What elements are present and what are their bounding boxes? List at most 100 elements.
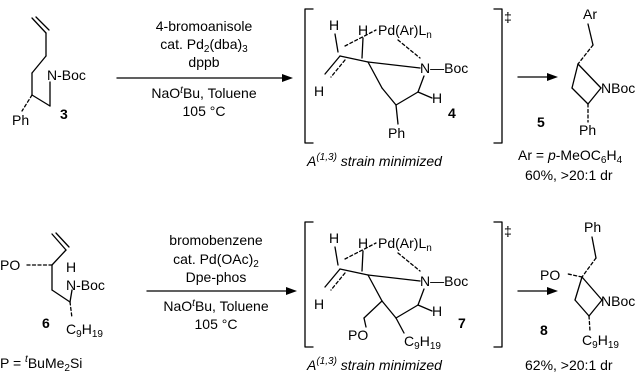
reaction-conditions-2: bromobenzene cat. Pd(OAc)2 Dpe-phos NaOt… [146,232,297,332]
strain-caption: A(1,3) strain minimized [306,356,443,373]
product-5: Ar NBoc Ph 5 Ar = p-MeOC6H4 60%, >20:1 d… [518,6,635,183]
dagger: ‡ [504,9,512,25]
h-label: H [314,83,324,99]
bond [581,276,603,301]
bond [574,299,590,317]
bond [339,268,369,276]
compound-number: 3 [60,106,68,122]
dashed-bond [397,252,421,272]
h-label: H [329,230,339,246]
bond [417,288,425,306]
bond [574,276,583,301]
bond [571,87,589,105]
pd-label: Pd(Ar)Ln [378,22,432,41]
h-label: H [358,22,368,38]
base-solvent-line: NaOtBu, Toluene [151,85,256,101]
nboc-label: N-Boc [66,277,105,293]
pd-label: Pd(Ar)Ln [378,235,432,254]
dashed-bond [344,29,377,47]
ph-label: Ph [579,122,596,138]
ligand-line: Dpe-phos [186,269,247,285]
temperature-line: 105 °C [183,103,226,119]
bond [31,55,47,74]
dashed-bond [397,39,421,59]
bond [51,233,67,251]
yield-selectivity: 62%, >20:1 dr [525,357,613,373]
bond [395,317,405,334]
starting-material-3: N-Boc Ph 3 [12,16,86,128]
bond [339,55,369,63]
ph-label: Ph [388,125,405,141]
bond [395,304,419,319]
bond [35,16,50,31]
bond [587,87,602,105]
bond [577,63,602,89]
compound-number: 4 [448,105,456,121]
bond [31,17,47,34]
scheme-1: N-Boc Ph 3 4-bromoanisole cat. Pd2(dba)3… [12,6,635,183]
base-solvent-line: NaOtBu, Toluene [163,298,268,314]
po-label: PO [540,267,560,283]
transition-state-4: ‡ H H Pd(Ar)Ln H N—Boc H Ph 4 [304,8,512,144]
nboc-label: N-Boc [47,67,86,83]
bond [587,23,594,46]
protecting-group-definition: P = tBuMe2Si [0,354,82,374]
bond [69,289,73,303]
alkene-bond [324,268,341,288]
bond [334,246,339,266]
compound-number: 8 [540,322,548,338]
po-label: PO [348,327,368,343]
bond [591,236,597,259]
product-arrow-head [547,287,558,295]
bond [367,274,383,302]
bond [395,91,419,106]
transition-state-7: ‡ H H Pd(Ar)Ln H N—Boc H PO [304,221,512,352]
compound-number: 5 [537,114,545,130]
alkene-bond [324,55,341,75]
nboc-label: NBoc [601,80,635,96]
nboc-label: NBoc [601,293,635,309]
catalyst-line: cat. Pd2(dba)3 [160,36,248,55]
bond [588,299,603,317]
bond [51,249,67,266]
left-bracket [304,221,314,348]
c9h19-label: C9H19 [66,321,103,340]
catalyst-line: cat. Pd(OAc)2 [173,251,259,270]
ph-label: Ph [584,219,601,235]
po-label: PO [0,257,20,273]
hashed-bond [577,44,594,65]
bond [571,63,579,89]
bond [363,317,367,328]
reaction-arrow-head [282,74,293,82]
bond [55,232,70,248]
h-label: H [314,296,324,312]
bond [334,33,339,53]
compound-number: 7 [458,315,466,331]
bond [361,37,364,59]
bond [417,304,433,312]
product-8: Ph PO NBoc C9H19 8 62%, >20:1 dr [525,219,635,373]
compound-number: 6 [42,315,50,331]
bond [367,61,421,69]
reagent-line: bromobenzene [169,232,263,248]
yield-selectivity: 60%, >20:1 dr [525,167,613,183]
c9h19-label: C9H19 [404,333,441,352]
h-label: H [432,90,442,106]
aryl-definition: Ar = p-MeOC6H4 [518,147,623,166]
right-bracket [493,221,503,348]
h-label: H [66,259,76,275]
alkene-bond [330,59,346,78]
c9h19-label: C9H19 [582,332,619,351]
alkene-bond [330,272,346,291]
left-bracket [304,8,314,144]
nboc-label: N—Boc [420,60,468,76]
ph-label: Ph [12,112,29,128]
dashed-bond [344,242,377,260]
hashed-bond [567,273,583,278]
bond [417,75,425,93]
strain-caption: A(1,3) strain minimized [306,152,443,169]
bond [31,94,51,107]
hashed-bond [69,301,73,319]
reagent-line: 4-bromoanisole [156,18,253,34]
